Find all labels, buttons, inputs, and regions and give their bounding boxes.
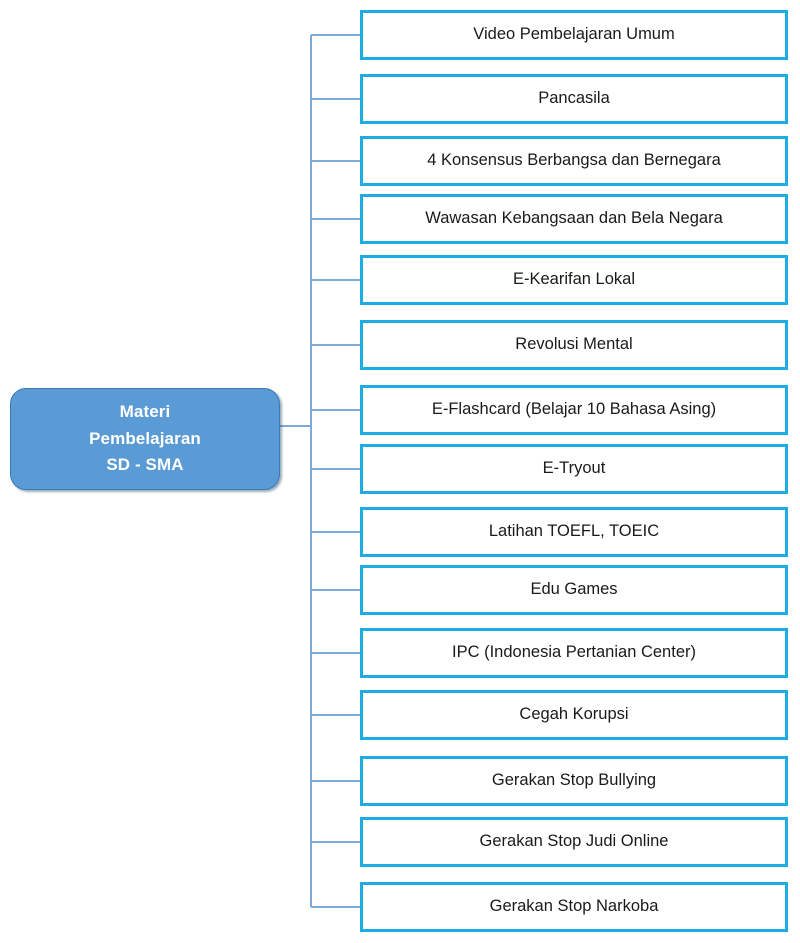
- child-node-11[interactable]: IPC (Indonesia Pertanian Center): [360, 628, 788, 678]
- child-node-label: IPC (Indonesia Pertanian Center): [452, 643, 696, 662]
- child-node-15[interactable]: Gerakan Stop Narkoba: [360, 882, 788, 932]
- child-node-10[interactable]: Edu Games: [360, 565, 788, 615]
- child-node-13[interactable]: Gerakan Stop Bullying: [360, 756, 788, 806]
- root-label-line-1: Materi: [119, 402, 171, 422]
- child-node-6[interactable]: Revolusi Mental: [360, 320, 788, 370]
- child-node-label: Wawasan Kebangsaan dan Bela Negara: [425, 209, 723, 228]
- child-node-label: Video Pembelajaran Umum: [473, 25, 675, 44]
- child-node-2[interactable]: Pancasila: [360, 74, 788, 124]
- child-node-label: Gerakan Stop Judi Online: [479, 832, 669, 851]
- child-node-3[interactable]: 4 Konsensus Berbangsa dan Bernegara: [360, 136, 788, 186]
- root-label-line-2: Pembelajaran: [89, 428, 201, 448]
- child-node-label: Revolusi Mental: [515, 335, 633, 354]
- child-node-label: E-Tryout: [542, 459, 606, 478]
- root-node-label: Materi Pembelajaran SD - SMA: [89, 399, 201, 478]
- child-node-5[interactable]: E-Kearifan Lokal: [360, 255, 788, 305]
- child-node-label: Gerakan Stop Narkoba: [489, 897, 659, 916]
- child-node-label: Cegah Korupsi: [519, 705, 629, 724]
- child-node-label: Pancasila: [538, 89, 610, 108]
- child-node-label: Edu Games: [530, 580, 618, 599]
- child-node-label: E-Flashcard (Belajar 10 Bahasa Asing): [431, 400, 717, 419]
- child-node-label: 4 Konsensus Berbangsa dan Bernegara: [427, 151, 721, 170]
- child-node-label: Gerakan Stop Bullying: [491, 771, 657, 790]
- child-node-7[interactable]: E-Flashcard (Belajar 10 Bahasa Asing): [360, 385, 788, 435]
- root-node[interactable]: Materi Pembelajaran SD - SMA: [10, 388, 280, 490]
- child-node-1[interactable]: Video Pembelajaran Umum: [360, 10, 788, 60]
- child-node-12[interactable]: Cegah Korupsi: [360, 690, 788, 740]
- root-label-line-3: SD - SMA: [106, 455, 184, 475]
- child-node-14[interactable]: Gerakan Stop Judi Online: [360, 817, 788, 867]
- child-node-4[interactable]: Wawasan Kebangsaan dan Bela Negara: [360, 194, 788, 244]
- child-node-label: Latihan TOEFL, TOEIC: [488, 522, 660, 541]
- child-node-label: E-Kearifan Lokal: [513, 270, 635, 289]
- child-node-8[interactable]: E-Tryout: [360, 444, 788, 494]
- child-node-9[interactable]: Latihan TOEFL, TOEIC: [360, 507, 788, 557]
